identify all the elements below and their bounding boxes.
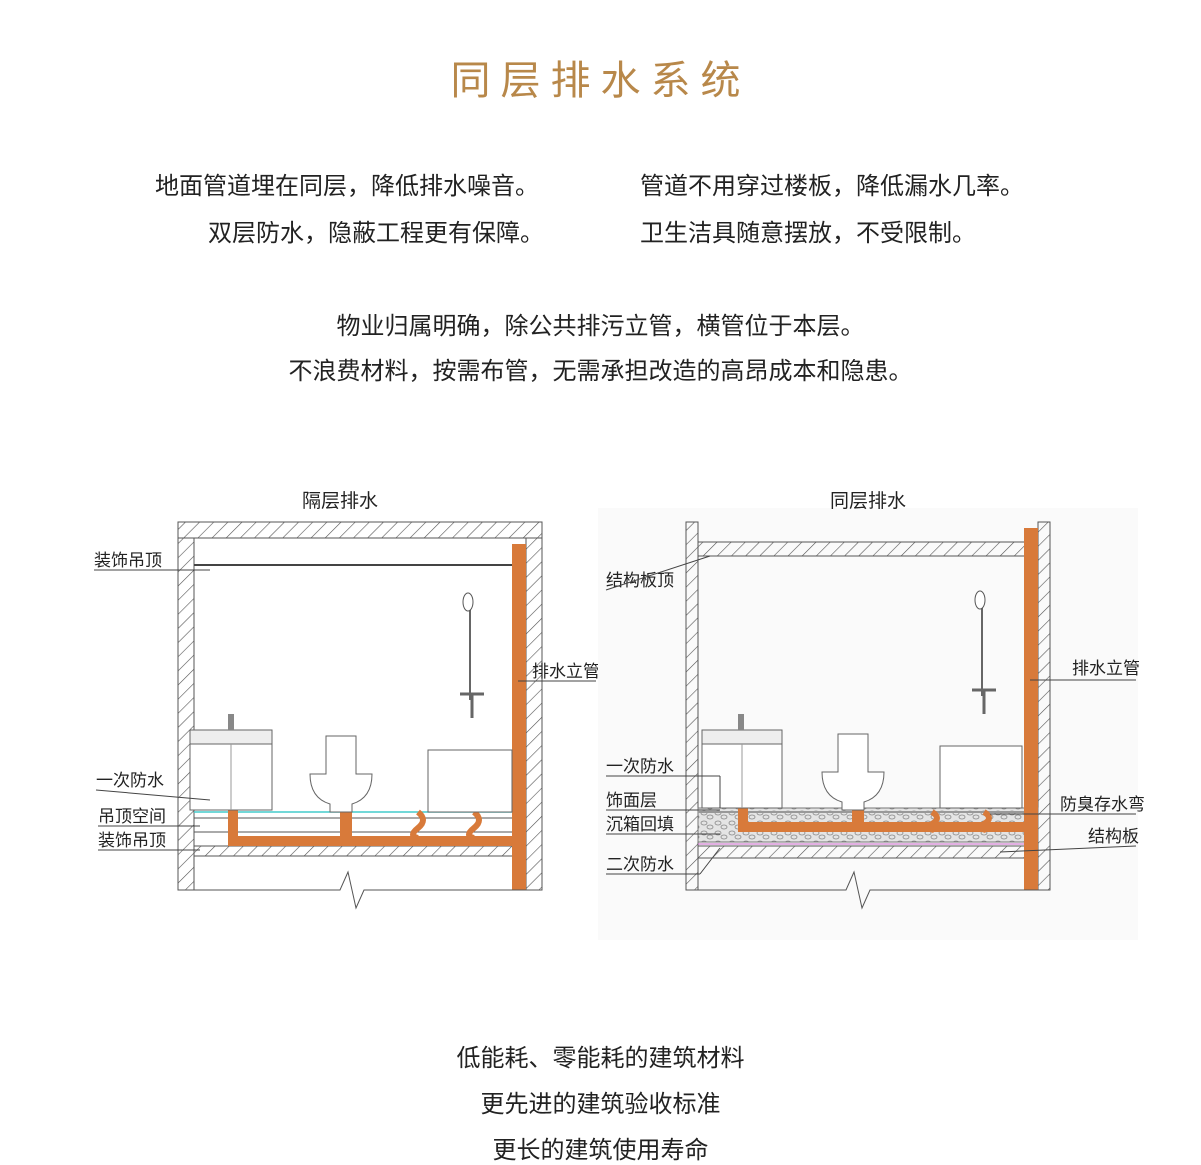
left-stack-pipe (512, 544, 526, 890)
left-lower-ceiling (193, 845, 527, 857)
right-label-waterproof-2: 二次防水 (606, 855, 674, 875)
right-label-backfill: 沉箱回填 (606, 815, 674, 835)
left-diagram: 隔层排水 装饰吊顶 (94, 490, 600, 910)
left-bathtub (427, 749, 513, 813)
feature-5: 物业归属明确，除公共排污立管，横管位于本层。 (336, 312, 865, 340)
left-label-ceiling-space: 吊顶空间 (98, 807, 166, 827)
right-label-trap: 防臭存水弯 (1060, 795, 1145, 815)
left-toilet (309, 735, 373, 813)
right-label-structure: 结构板 (1088, 827, 1139, 847)
right-toilet (821, 733, 885, 811)
left-label-decor-ceiling-2: 装饰吊顶 (98, 831, 166, 851)
left-label-decor-ceiling: 装饰吊顶 (94, 551, 162, 571)
right-right-wall (1037, 521, 1051, 891)
left-drain-pipe (232, 836, 514, 846)
feature-2: 管道不用穿过楼板，降低漏水几率。 (640, 172, 1024, 200)
left-wall (177, 537, 195, 891)
right-structure-slab (697, 845, 1039, 859)
feature-6: 不浪费材料，按需布管，无需承担改造的高昂成本和隐患。 (288, 357, 913, 385)
left-label-waterproof: 一次防水 (96, 771, 164, 791)
left-trap-1 (410, 809, 426, 841)
left-label-stack: 排水立管 (532, 662, 600, 682)
left-diagram-title: 隔层排水 (302, 490, 378, 512)
left-trap-2 (466, 809, 482, 841)
right-diagram: 同层排水 结构板顶 排 (598, 490, 1145, 940)
right-diagram-title: 同层排水 (830, 490, 906, 512)
left-sink-drop (228, 800, 238, 846)
feature-3: 双层防水，隐蔽工程更有保障。 (208, 219, 544, 247)
right-label-slab-top: 结构板顶 (606, 571, 674, 591)
feature-1: 地面管道埋在同层，降低排水噪音。 (155, 172, 539, 200)
bottom-line-1: 低能耗、零能耗的建筑材料 (456, 1044, 745, 1072)
right-diagram-bg (598, 508, 1138, 940)
right-trap-1 (925, 809, 940, 833)
left-right-wall (525, 537, 543, 891)
bottom-line-3: 更长的建筑使用寿命 (492, 1136, 709, 1164)
right-bathtub (939, 745, 1023, 809)
page-title: 同层排水系统 (450, 58, 751, 104)
right-label-finish: 饰面层 (606, 791, 657, 811)
right-drain-pipe (742, 822, 1024, 832)
feature-4: 卫生洁具随意摆放，不受限制。 (640, 219, 976, 247)
right-slab-top (697, 541, 1039, 557)
left-toilet-drop (340, 812, 352, 846)
right-trap-2 (977, 809, 992, 833)
right-left-wall (685, 521, 699, 891)
bottom-line-2: 更先进的建筑验收标准 (480, 1090, 721, 1118)
right-stack-pipe (1024, 528, 1038, 890)
right-label-waterproof-1: 一次防水 (606, 757, 674, 777)
right-label-stack: 排水立管 (1072, 659, 1140, 679)
left-ceiling-slab (177, 521, 543, 539)
